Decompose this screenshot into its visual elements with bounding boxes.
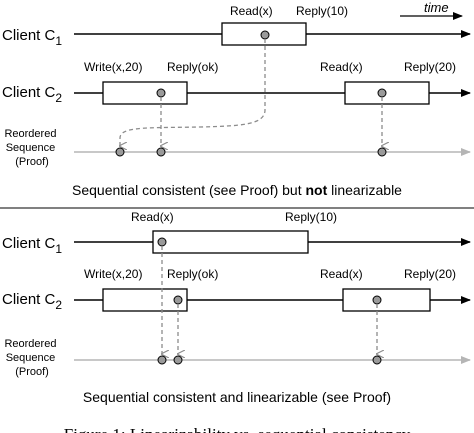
client2-read-label: Read(x): [320, 267, 363, 281]
client2-label: Client C2: [2, 291, 62, 312]
client2-write-op-box: [102, 81, 188, 105]
reordered-sequence-label: Reordered Sequence (Proof): [4, 128, 59, 168]
client2-read-point: [377, 88, 387, 98]
client2-write-point: [156, 88, 166, 98]
client1-label: Client C1: [2, 235, 62, 256]
client1-reply-label: Reply(10): [285, 210, 337, 224]
figure-caption: Figure 1: Linearizability vs. sequential…: [64, 425, 411, 433]
client1-read-point: [260, 30, 270, 40]
client2-write-label: Write(x,20): [84, 267, 142, 281]
client2-read-op-box: [344, 81, 430, 105]
sequence-point: [173, 355, 183, 365]
mapping-read-to-sequence: [120, 39, 266, 146]
client1-read-op-box: [152, 230, 309, 254]
sequence-point: [115, 147, 125, 157]
client2-write-point: [173, 295, 183, 305]
client2-write-op-box: [102, 288, 188, 312]
sequence-point: [372, 355, 382, 365]
client2-reply20-label: Reply(20): [404, 60, 456, 74]
time-label: time: [424, 0, 449, 15]
client2-reply-ok-label: Reply(ok): [167, 60, 218, 74]
client2-read-label: Read(x): [320, 60, 363, 74]
client1-label: Client C1: [2, 27, 62, 48]
client1-read-point: [157, 237, 167, 247]
client2-write-label: Write(x,20): [84, 60, 142, 74]
client1-read-label: Read(x): [230, 4, 273, 18]
scenario-2: Client C1 Read(x) Reply(10) Client C2 Wr…: [2, 210, 471, 405]
client2-reply-ok-label: Reply(ok): [167, 267, 218, 281]
client2-read-op-box: [342, 288, 431, 312]
client2-read-point: [372, 295, 382, 305]
sequence-point: [377, 147, 387, 157]
client2-label: Client C2: [2, 84, 62, 105]
sequence-point: [157, 355, 167, 365]
scenario-2-caption: Sequential consistent and linearizable (…: [83, 389, 391, 405]
scenario-1-caption: Sequential consistent (see Proof) but no…: [72, 182, 402, 198]
sequence-point: [156, 147, 166, 157]
client2-reply20-label: Reply(20): [404, 267, 456, 281]
reordered-sequence-label: Reordered Sequence (Proof): [4, 338, 59, 378]
client1-reply-label: Reply(10): [296, 4, 348, 18]
client1-read-label: Read(x): [131, 210, 174, 224]
scenario-1: Client C1 Read(x) Reply(10) Client C2 Wr…: [2, 4, 471, 198]
